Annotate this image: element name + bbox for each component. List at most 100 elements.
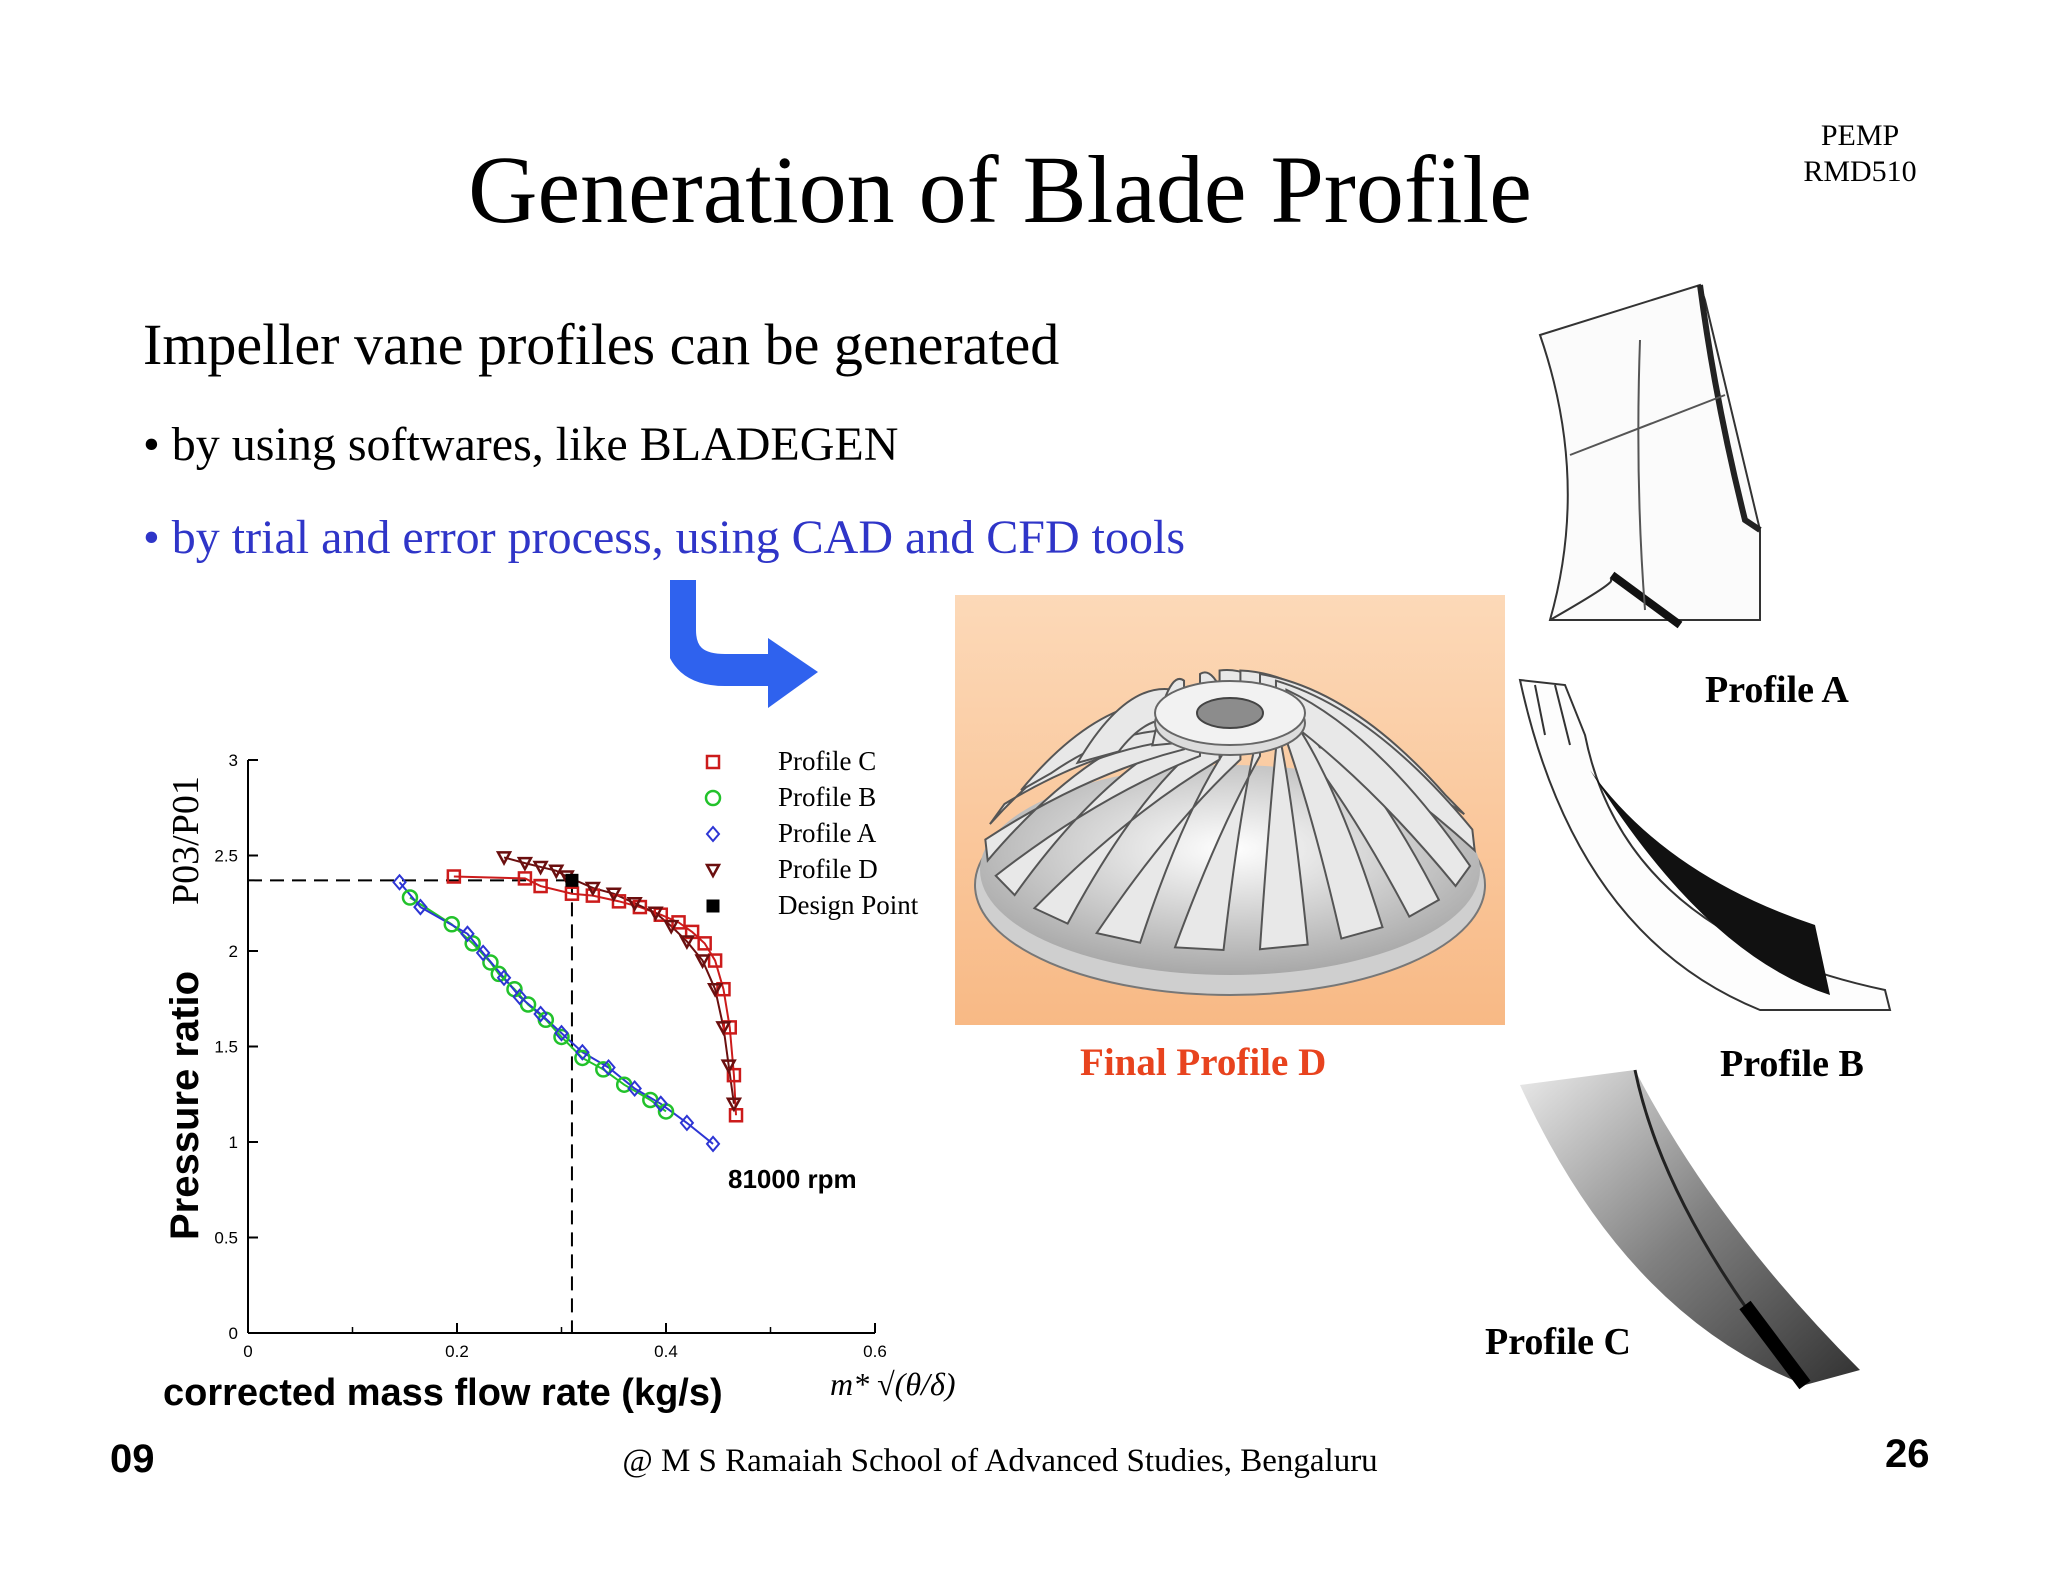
bullet-bladegen: • by using softwares, like BLADEGEN bbox=[143, 418, 899, 471]
data-point-profile-b bbox=[464, 935, 481, 952]
data-point-profile-c bbox=[697, 936, 712, 951]
data-point-profile-a bbox=[460, 925, 475, 943]
data-point-profile-a bbox=[413, 898, 428, 916]
intro-text: Impeller vane profiles can be generated bbox=[143, 312, 1060, 377]
y-tick-label: 1 bbox=[229, 1133, 238, 1152]
data-point-profile-b bbox=[519, 996, 537, 1013]
chart-legend: Profile C Profile B Profile A Profile D Desi… bbox=[704, 746, 919, 920]
data-point-profile-a bbox=[475, 944, 491, 962]
profile-a-label: Profile A bbox=[1705, 669, 1849, 711]
data-point-profile-a bbox=[679, 1114, 695, 1132]
impeller-vane bbox=[1095, 726, 1242, 944]
data-point-profile-b bbox=[553, 1028, 570, 1046]
module-number: 09 bbox=[110, 1437, 155, 1481]
y-tick-label: 1.5 bbox=[214, 1038, 238, 1057]
impeller-vane bbox=[1032, 727, 1221, 925]
y-tick-label: 2 bbox=[229, 942, 238, 961]
data-point-profile-c bbox=[611, 894, 627, 909]
final-impeller-image bbox=[955, 595, 1505, 1025]
data-point-profile-b bbox=[574, 1049, 591, 1067]
data-point-profile-c bbox=[446, 869, 462, 884]
y-tick-label: 0.5 bbox=[214, 1229, 238, 1248]
x-tick-label: 0 bbox=[243, 1342, 252, 1361]
legend-marker bbox=[704, 789, 722, 807]
data-point-profile-a bbox=[496, 969, 512, 987]
data-point-profile-d bbox=[626, 897, 643, 912]
course-code-line1: PEMP bbox=[1820, 119, 1900, 152]
data-point-profile-a bbox=[705, 1135, 721, 1153]
legend-label: Design Point bbox=[778, 890, 919, 920]
x-tick-label: 0.2 bbox=[445, 1342, 469, 1361]
data-point-profile-d bbox=[584, 881, 601, 897]
series-line-profile-c bbox=[453, 875, 738, 1116]
data-point-profile-d bbox=[663, 919, 680, 935]
footer-institution: @ M S Ramaiah School of Advanced Studies… bbox=[622, 1443, 1378, 1479]
page-title: Generation of Blade Profile bbox=[468, 136, 1532, 243]
data-point-profile-a bbox=[554, 1024, 569, 1042]
x-tick-label: 0.4 bbox=[654, 1342, 678, 1361]
rpm-annotation: 81000 rpm bbox=[728, 1164, 857, 1194]
data-point-profile-c bbox=[707, 953, 723, 968]
data-point-profile-d bbox=[532, 860, 549, 876]
data-point-profile-c bbox=[728, 1108, 744, 1123]
y-axis-label: Pressure ratio bbox=[163, 971, 207, 1240]
data-point-profile-d bbox=[694, 954, 711, 970]
y-axis-formula: P03/P01 bbox=[165, 776, 207, 905]
impeller-vane bbox=[1258, 719, 1309, 951]
data-point-profile-d bbox=[647, 906, 664, 922]
data-point-profile-a bbox=[601, 1058, 616, 1077]
data-point-profile-c bbox=[564, 886, 580, 901]
profile-b-image bbox=[1518, 678, 1892, 1011]
chart-markers bbox=[392, 851, 744, 1153]
y-tick-label: 0 bbox=[229, 1324, 238, 1343]
data-point-profile-a bbox=[392, 873, 407, 891]
data-point-profile-d bbox=[516, 856, 534, 872]
curved-arrow-icon bbox=[670, 580, 818, 708]
data-point-profile-d bbox=[605, 887, 622, 903]
data-point-profile-d bbox=[495, 851, 513, 867]
data-point-profile-a bbox=[627, 1079, 642, 1098]
data-point-profile-b bbox=[595, 1061, 612, 1078]
data-point-profile-d bbox=[707, 982, 724, 998]
x-axis-formula: m* √(θ/δ) bbox=[830, 1366, 955, 1402]
data-point-profile-c bbox=[533, 878, 548, 894]
y-tick-label: 2.5 bbox=[214, 847, 238, 866]
legend-marker bbox=[706, 899, 720, 913]
slide-number: 26 bbox=[1885, 1432, 1930, 1476]
data-point-profile-d bbox=[720, 1059, 737, 1075]
data-point-profile-b bbox=[443, 916, 461, 933]
y-tick-label: 3 bbox=[229, 751, 238, 770]
legend-label: Profile A bbox=[778, 818, 877, 848]
chart-ticks: 0 0.2 0.4 0.6 0 0.5 1 1.5 2 2.5 3 bbox=[214, 751, 886, 1361]
legend-marker bbox=[704, 863, 722, 879]
data-point-profile-a bbox=[533, 1005, 548, 1023]
profile-b-label: Profile B bbox=[1720, 1043, 1864, 1085]
impeller-vane bbox=[1285, 707, 1384, 940]
data-point-profile-b bbox=[401, 889, 419, 906]
profile-a-image bbox=[1538, 283, 1762, 629]
impeller-vane bbox=[1173, 725, 1261, 952]
legend-label: Profile C bbox=[778, 746, 876, 776]
data-point-profile-a bbox=[575, 1043, 590, 1061]
profile-c-label: Profile C bbox=[1485, 1321, 1631, 1363]
data-point-profile-d bbox=[678, 935, 696, 951]
course-code-line2: RMD510 bbox=[1803, 155, 1917, 188]
data-point-profile-c bbox=[585, 888, 601, 903]
legend-label: Profile D bbox=[778, 854, 878, 884]
data-point-profile-d bbox=[715, 1021, 732, 1037]
impeller-vane bbox=[1285, 688, 1472, 888]
legend-label: Profile B bbox=[778, 782, 876, 812]
data-point-profile-a bbox=[512, 988, 528, 1006]
x-axis-label: corrected mass flow rate (kg/s) bbox=[163, 1372, 723, 1414]
bullet-trial-error: • by trial and error process, using CAD … bbox=[143, 511, 1186, 564]
data-point-design-point bbox=[565, 873, 579, 887]
profile-c-image bbox=[1520, 1069, 1860, 1390]
legend-marker bbox=[705, 754, 721, 770]
data-point-profile-d bbox=[725, 1097, 743, 1113]
data-point-profile-b bbox=[482, 954, 499, 971]
x-tick-label: 0.6 bbox=[863, 1342, 887, 1361]
final-profile-label: Final Profile D bbox=[1080, 1041, 1327, 1084]
data-point-profile-a bbox=[653, 1095, 669, 1113]
course-code: PEMP RMD510 bbox=[1780, 118, 1940, 190]
